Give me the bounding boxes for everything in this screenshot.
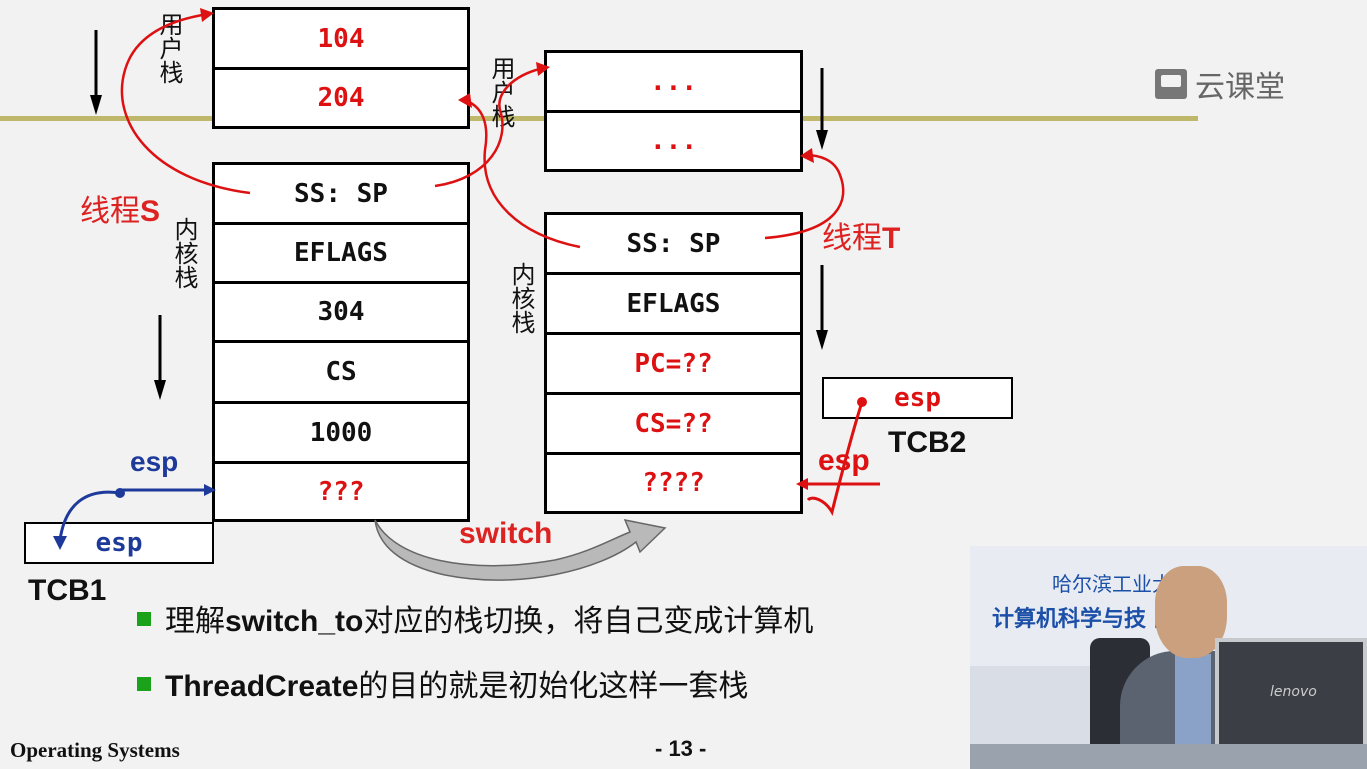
bullet-2-bold: ThreadCreate bbox=[165, 670, 359, 703]
instructor-video: 哈尔滨工业大 计算机科学与技院 lenovo bbox=[970, 546, 1367, 769]
curve-left-ss-to-user bbox=[120, 12, 251, 195]
left-kernel-stack-label: 内核栈 bbox=[170, 217, 198, 289]
curve-tcb2-esp-to-stack bbox=[806, 401, 864, 516]
tcb2-title: TCB2 bbox=[888, 426, 967, 459]
curve-right-ss-to-left-user bbox=[463, 98, 581, 249]
bullet-1-bold: switch_to bbox=[225, 605, 364, 638]
logo-icon bbox=[1155, 69, 1187, 99]
bullet-1: 理解switch_to对应的栈切换，将自己变成计算机 bbox=[137, 596, 813, 640]
thread-t-name: T bbox=[882, 222, 901, 255]
video-banner-top: 哈尔滨工业大 bbox=[1052, 572, 1172, 596]
esp-pointer-left: esp bbox=[130, 446, 179, 477]
thread-s-label: 线程S bbox=[80, 186, 160, 230]
thread-t-prefix: 线程 bbox=[822, 221, 882, 256]
tcb1-title: TCB1 bbox=[28, 574, 107, 607]
right-user-stack-cell-2: ... bbox=[544, 110, 803, 172]
video-desk bbox=[970, 744, 1367, 769]
logo-text: 云课堂 bbox=[1195, 70, 1285, 105]
curve-left-ss-to-right-user bbox=[434, 66, 546, 188]
curve-esp-to-tcb1 bbox=[58, 490, 121, 541]
left-user-stack-cell-2: 204 bbox=[212, 67, 470, 129]
down-arrow-left-kernel bbox=[154, 315, 166, 400]
bullet-1-marker bbox=[137, 611, 151, 626]
page-number: - 13 - bbox=[655, 736, 707, 761]
right-kernel-cell-ss-sp: SS: SP bbox=[544, 212, 803, 275]
right-kernel-cell-eflags: EFLAGS bbox=[544, 272, 803, 335]
thread-s-name: S bbox=[140, 195, 161, 228]
down-arrow-left-user bbox=[90, 30, 102, 115]
course-title: Operating Systems bbox=[10, 738, 180, 762]
video-banner: 计算机科学与技院 bbox=[992, 601, 1176, 633]
bullet-2-marker bbox=[137, 676, 151, 691]
down-arrow-right-kernel bbox=[816, 265, 828, 350]
bullet-1-pre: 理解 bbox=[165, 604, 225, 639]
video-banner-main: 计算机科学与技 bbox=[992, 607, 1147, 632]
switch-label: switch bbox=[459, 517, 553, 550]
bullet-1-post: 对应的栈切换，将自己变成计算机 bbox=[363, 604, 814, 639]
curve-right-ss-to-right-user bbox=[764, 153, 845, 240]
right-kernel-cell-cs: CS=?? bbox=[544, 392, 803, 455]
video-monitor bbox=[1215, 638, 1367, 748]
bullet-2: ThreadCreate的目的就是初始化这样一套栈 bbox=[137, 661, 748, 705]
left-kernel-cell-1000: 1000 bbox=[212, 401, 470, 464]
left-kernel-cell-ss-sp: SS: SP bbox=[212, 162, 470, 225]
thread-t-label: 线程T bbox=[822, 213, 900, 257]
left-kernel-cell-unknown: ??? bbox=[212, 461, 470, 522]
right-kernel-stack-label: 内核栈 bbox=[507, 262, 535, 334]
left-kernel-cell-eflags: EFLAGS bbox=[212, 222, 470, 284]
switch-swoosh bbox=[374, 518, 667, 581]
video-monitor-brand: lenovo bbox=[1270, 684, 1317, 700]
thread-s-prefix: 线程 bbox=[80, 194, 140, 229]
yunketang-logo: 云课堂 bbox=[1155, 62, 1285, 106]
bullet-2-post: 的目的就是初始化这样一套栈 bbox=[358, 669, 749, 704]
down-arrow-right-user bbox=[816, 68, 828, 150]
tcb2-esp-box: esp bbox=[822, 377, 1013, 419]
tcb1-esp-box: esp bbox=[24, 522, 214, 564]
left-user-stack-cell-1: 104 bbox=[212, 7, 470, 70]
